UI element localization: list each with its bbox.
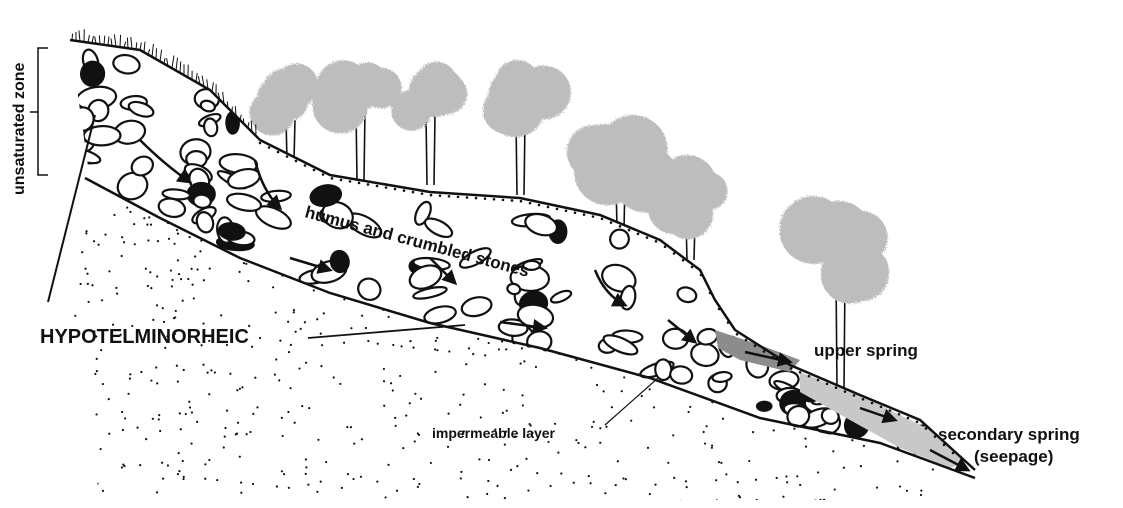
tree	[391, 62, 467, 185]
tree	[483, 60, 571, 195]
stone	[757, 402, 771, 411]
tree	[313, 60, 402, 180]
stone	[226, 112, 239, 134]
unsaturated-zone-label: unsaturated zone	[11, 62, 28, 195]
unsaturated-zone-bracket	[30, 48, 48, 175]
seepage-label: (seepage)	[974, 447, 1053, 466]
stone	[663, 328, 689, 349]
upper-spring-label: upper spring	[814, 341, 918, 360]
secondary-spring-label: secondary spring	[938, 425, 1080, 444]
stone	[655, 359, 672, 381]
hypotelminorheic-label: HYPOTELMINORHEIC	[40, 326, 249, 348]
impermeable-layer-label: impermeable layer	[432, 425, 556, 441]
